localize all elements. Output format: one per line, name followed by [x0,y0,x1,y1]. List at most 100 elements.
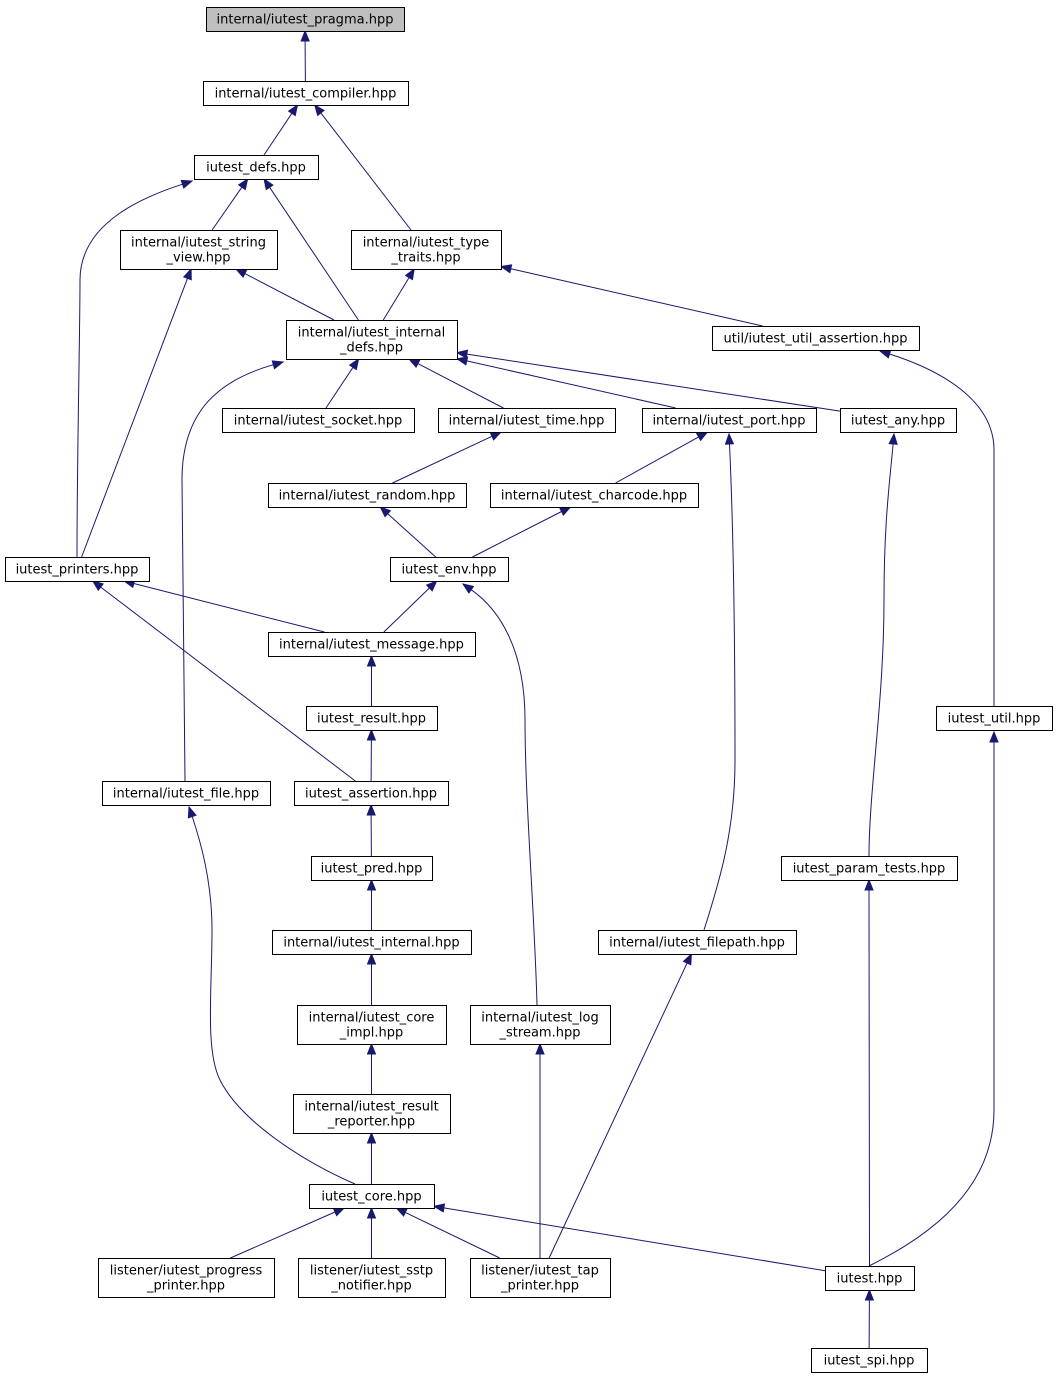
node-label: internal/iutest_port.hpp [652,414,805,429]
edge-internal_defs-to-type_traits [382,267,415,321]
node-any[interactable]: iutest_any.hpp [840,408,957,433]
node-string-view[interactable]: internal/iutest_string_view.hpp [120,230,278,270]
edge-line [417,363,504,409]
edge-line [548,962,688,1259]
node-port[interactable]: internal/iutest_port.hpp [642,408,817,433]
node-result[interactable]: iutest_result.hpp [306,706,438,731]
node-assertion[interactable]: iutest_assertion.hpp [294,781,449,806]
node-pragma: internal/iutest_pragma.hpp [206,7,405,32]
node-box [311,856,433,881]
node-message[interactable]: internal/iutest_message.hpp [268,632,476,657]
node-time[interactable]: internal/iutest_time.hpp [438,408,616,433]
node-defs[interactable]: iutest_defs.hpp [194,155,319,180]
edge-line [466,353,841,412]
node-param-tests[interactable]: iutest_param_tests.hpp [781,856,958,881]
node-tap-printer[interactable]: listener/iutest_tap_printer.hpp [470,1258,611,1298]
node-core[interactable]: iutest_core.hpp [309,1184,435,1209]
node-random[interactable]: internal/iutest_random.hpp [268,483,467,508]
edge-assertion-to-result [366,728,377,782]
edge-line [325,367,354,409]
node-env[interactable]: iutest_env.hpp [390,557,509,582]
arrowhead [271,360,285,370]
arrowhead [407,358,421,369]
edge-charcode-to-port [615,431,709,484]
node-box [286,320,458,360]
edge-env-to-random [379,506,437,558]
node-log-stream[interactable]: internal/iutest_log_stream.hpp [470,1005,611,1045]
edge-line [181,364,274,782]
edge-log_stream-to-env [461,583,538,1006]
arrowhead [489,431,503,441]
node-core-impl[interactable]: internal/iutest_core_impl.hpp [297,1005,447,1045]
node-box [297,1005,447,1045]
arrowhead [404,267,415,281]
node-spi[interactable]: iutest_spi.hpp [811,1348,928,1373]
node-box [390,557,509,582]
edge-pred-to-assertion [366,803,376,857]
edge-line [383,587,430,633]
arrowhead [432,1203,446,1213]
edge-util_assertion-to-type_traits [499,264,763,327]
arrowhead [878,349,892,359]
node-label: listener/iutest_tap [481,1264,599,1279]
edge-iutest-to-param_tests [864,878,874,1267]
arrowhead [366,878,377,891]
node-label: internal/iutest_socket.hpp [234,414,403,429]
node-label: iutest_pred.hpp [321,862,423,877]
edge-random-to-time [392,431,503,484]
node-file[interactable]: internal/iutest_file.hpp [102,781,271,806]
node-iutest[interactable]: iutest.hpp [825,1266,915,1291]
edge-tap_printer-to-core [395,1207,500,1259]
edge-core-to-result_reporter [366,1131,377,1184]
arrowhead [499,264,513,274]
node-box [351,230,502,270]
node-util-assertion[interactable]: util/iutest_util_assertion.hpp [712,326,920,351]
node-socket[interactable]: internal/iutest_socket.hpp [222,408,415,433]
node-printers[interactable]: iutest_printers.hpp [5,557,150,582]
edge-socket-to-internal_defs [325,357,360,409]
edges-layer [76,29,999,1349]
arrowhead [366,952,377,965]
edge-line [510,268,763,327]
node-util[interactable]: iutest_util.hpp [936,706,1053,731]
edge-defs-to-compiler [263,103,299,156]
node-label: internal/iutest_internal [298,326,445,341]
edge-line [76,183,183,558]
node-label: _notifier.hpp [330,1279,412,1294]
node-progress-printer[interactable]: listener/iutest_progress_printer.hpp [98,1258,275,1298]
node-internal[interactable]: internal/iutest_internal.hpp [272,930,472,955]
node-sstp-notifier[interactable]: listener/iutest_sstp_notifier.hpp [298,1258,446,1298]
node-box [811,1348,928,1373]
edge-iutest-to-core [432,1203,826,1272]
node-label: iutest_core.hpp [321,1190,421,1205]
node-box [102,781,271,806]
arrowhead [234,268,248,279]
node-label: iutest_defs.hpp [206,161,306,176]
edge-line [443,1207,826,1272]
edge-line [387,513,437,558]
node-box [5,557,150,582]
node-box [309,1184,435,1209]
arrowhead [366,654,377,667]
node-label: internal/iutest_message.hpp [279,638,464,653]
node-pred[interactable]: iutest_pred.hpp [311,856,433,881]
node-charcode[interactable]: internal/iutest_charcode.hpp [490,483,699,508]
edge-message-to-env [383,580,438,633]
node-result-reporter[interactable]: internal/iutest_result_reporter.hpp [293,1094,451,1134]
edge-line [868,741,995,1267]
node-type-traits[interactable]: internal/iutest_type_traits.hpp [351,230,502,270]
node-label: iutest_printers.hpp [16,563,139,578]
node-label: internal/iutest_core [309,1011,435,1026]
node-box [222,408,415,433]
node-filepath[interactable]: internal/iutest_filepath.hpp [598,930,797,955]
node-label: internal/iutest_random.hpp [279,489,456,504]
node-box [490,483,699,508]
node-box [712,326,920,351]
edge-line [405,1211,500,1259]
node-label: iutest_env.hpp [401,563,496,578]
node-compiler[interactable]: internal/iutest_compiler.hpp [203,81,409,106]
node-internal-defs[interactable]: internal/iutest_internal_defs.hpp [286,320,458,360]
node-label: _view.hpp [165,251,230,266]
edge-line [244,273,335,321]
